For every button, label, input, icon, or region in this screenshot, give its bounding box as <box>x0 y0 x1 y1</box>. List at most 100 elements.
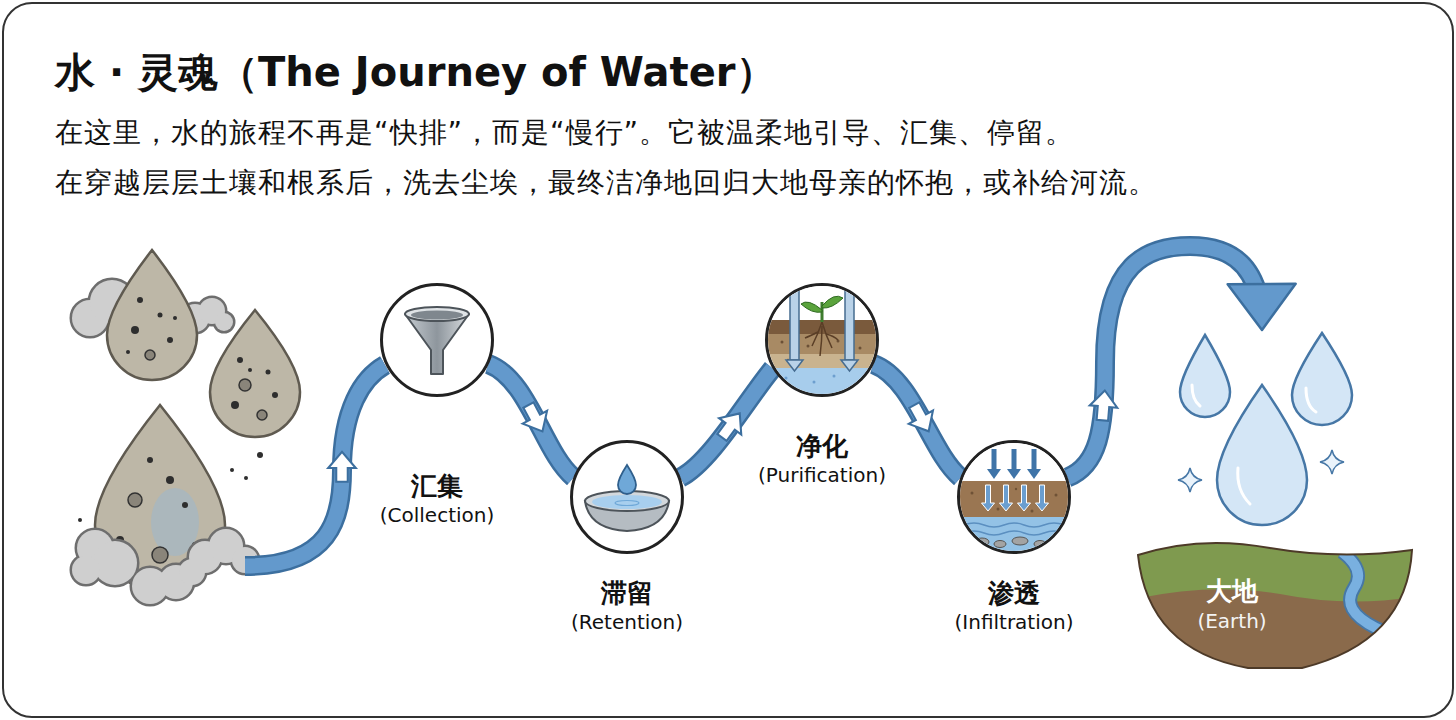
dirty-drops-part-part <box>126 350 130 354</box>
land <box>1130 330 1420 668</box>
soil-purification-icon-part-part <box>805 322 838 356</box>
earth-illustration-part-part <box>1178 468 1202 492</box>
page-title: 水 · 灵魂（The Journey of Water） <box>55 44 776 100</box>
node-heading: 大地 <box>1197 574 1266 608</box>
front-clouds-part-part <box>72 556 100 584</box>
earth-node: 大地(Earth) <box>1130 330 1420 670</box>
collection-node: 汇集(Collection) <box>380 283 494 397</box>
soil-purification-icon-part-part <box>768 354 876 368</box>
dirty-drops-part-part <box>173 316 177 320</box>
soil-purification-icon <box>768 286 876 394</box>
infiltration-icon-part-part-part <box>1012 449 1017 469</box>
land-part <box>1130 330 1420 635</box>
funnel-icon-part <box>405 314 469 374</box>
inflow-arrow-part <box>245 365 385 566</box>
infiltration-icon <box>960 443 1068 551</box>
bowl-icon-part <box>618 465 636 494</box>
purification-node: 净化(Purification) <box>765 283 879 397</box>
infiltration-icon-part-part-part <box>997 508 1000 511</box>
node-label: 滞留(Retention) <box>571 577 683 635</box>
soil-purification-icon-part-part <box>845 290 854 360</box>
infiltration-icon-part-part-part <box>1055 494 1058 497</box>
soil-purification-icon-part-part <box>786 360 803 371</box>
dirty-drops-part-part <box>147 457 153 463</box>
dirty-drops-part-part <box>131 326 139 334</box>
soil-purification-icon-part-part <box>790 290 799 360</box>
infiltration-icon-part-part-part <box>987 469 1001 479</box>
land-part-part <box>1130 330 1420 602</box>
flow-band <box>489 364 574 477</box>
dirty-drops-part <box>128 350 267 580</box>
earth-illustration-part-part <box>1306 388 1316 412</box>
earth-illustration-part <box>1178 450 1344 492</box>
flow-chevron <box>1089 389 1119 421</box>
infiltration-icon-part-part-part <box>1018 485 1031 511</box>
dirty-drops-part-part <box>266 370 271 375</box>
node-label: 净化(Purification) <box>758 430 886 488</box>
soil-purification-icon-part-part <box>801 302 822 312</box>
node-label: 汇集(Collection) <box>380 470 495 528</box>
earth-illustration-part-part <box>1192 385 1200 406</box>
inflow-arrow <box>245 365 385 566</box>
node-label: 渗透(Infiltration) <box>955 577 1074 635</box>
flow-chevron <box>711 405 751 445</box>
soil-purification-icon-part-part-part <box>833 375 836 378</box>
infiltration-icon-part-part <box>960 443 1068 481</box>
funnel-icon <box>383 286 491 394</box>
inflow-arrow-part <box>245 365 385 566</box>
dirty-drops-part-part <box>128 493 142 507</box>
earth-illustration-part-part <box>1238 468 1250 504</box>
soil-purification-icon-part <box>768 286 876 394</box>
page-caption: 在这里，水的旅程不再是“快排”，而是“慢行”。它被温柔地引导、汇集、停留。 在穿… <box>55 108 1355 208</box>
soil-purification-icon-part-part-part <box>805 332 818 338</box>
back-clouds-part-part <box>215 313 233 331</box>
soil-purification-icon-part-part-part <box>807 345 810 348</box>
soil-purification-icon-part-part-part <box>826 334 838 340</box>
clean-drops <box>1180 333 1352 525</box>
infiltration-icon-part-part-part <box>1032 449 1037 469</box>
node-subheading: (Purification) <box>758 462 886 488</box>
soil-purification-icon-part-part-part <box>859 347 862 350</box>
funnel-icon-part <box>411 311 463 320</box>
dirty-drops-part <box>210 310 300 437</box>
dirty-drops-part-part <box>145 350 155 360</box>
dirty-drops-part-part <box>137 297 143 303</box>
dirty-drops-part-part <box>182 502 188 508</box>
dirty-drops-part-part <box>244 476 248 480</box>
infiltration-icon-part-part-part <box>1034 541 1046 548</box>
soil-purification-icon-part-part-part <box>781 341 784 344</box>
inflow-arrow-part <box>328 452 356 482</box>
node-heading: 滞留 <box>571 577 683 609</box>
soil-purification-icon-part-part <box>785 375 864 384</box>
land-part-part <box>1342 552 1420 635</box>
land-part-part <box>1342 552 1420 635</box>
infiltration-icon-part-part-part <box>1036 485 1049 511</box>
infiltration-icon-part-part-part <box>1000 485 1013 511</box>
infiltration-icon-part-part-part <box>992 449 997 469</box>
earth-illustration-part-part <box>1320 450 1344 474</box>
node-subheading: (Collection) <box>380 502 495 528</box>
soil-purification-icon-part-part-part <box>861 379 864 382</box>
dirty-drops-part-part <box>248 368 252 372</box>
front-clouds-part-part <box>179 559 205 585</box>
soil-purification-icon-part-part-part <box>813 381 816 384</box>
dirty-drops-part-part <box>152 547 168 563</box>
front-clouds-part-part <box>93 541 137 585</box>
infiltration-icon-part-part <box>982 485 1049 511</box>
flow-band-outline <box>874 364 961 477</box>
infiltration-icon-part-part-part <box>1049 537 1059 543</box>
dirty-drops-part-part <box>257 410 267 420</box>
dirty-drops-part-part <box>231 401 239 409</box>
soil-purification-icon-part-part-part <box>785 377 788 380</box>
dirty-drops-part <box>107 250 197 380</box>
dirty-drops-part-part <box>237 357 243 363</box>
flow-connector <box>489 364 574 477</box>
node-label: 大地(Earth) <box>1197 574 1266 634</box>
bowl-icon-part <box>592 495 662 509</box>
infiltration-icon-part-part <box>960 517 1068 551</box>
clean-drops-part <box>1292 333 1352 425</box>
infiltration-icon-part-part-part <box>1012 537 1028 545</box>
dirty-drops-part-part <box>257 452 263 458</box>
infiltration-icon-part <box>960 443 1068 551</box>
